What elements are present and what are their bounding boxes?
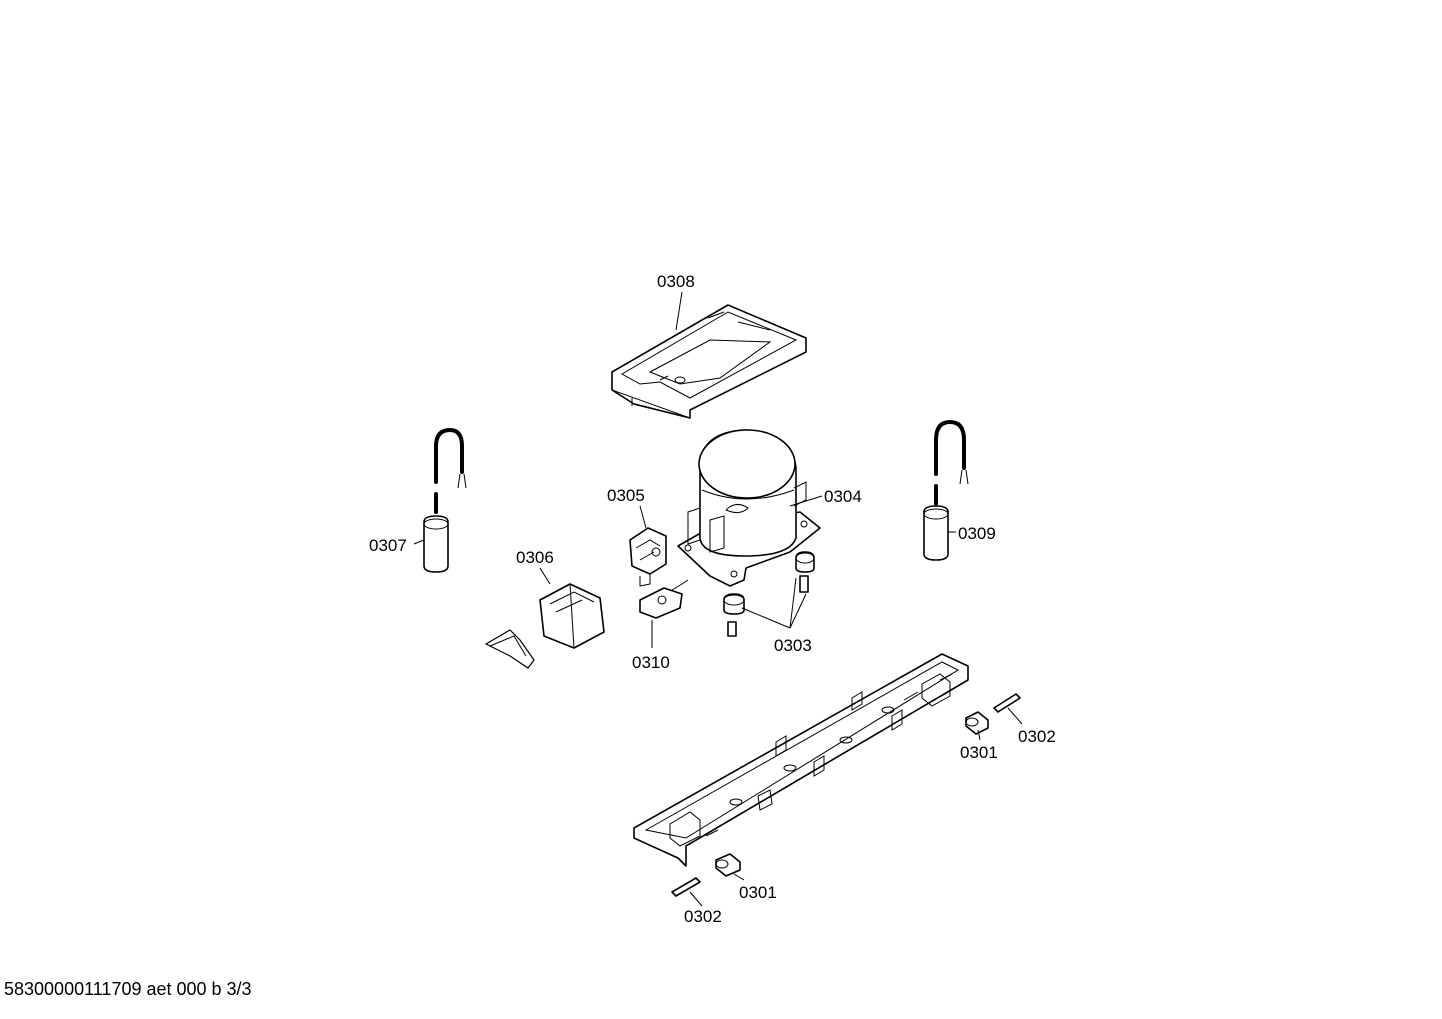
- part-0309-capacitor: [923, 419, 969, 561]
- label-0302-bottom: 0302: [684, 907, 722, 926]
- label-0307: 0307: [369, 536, 407, 555]
- part-0301-bushing-right: [965, 711, 989, 735]
- part-0301-bushing-bottom: [715, 853, 741, 877]
- leader-0301-bottom: [733, 873, 745, 881]
- leader-0306: [539, 567, 551, 585]
- leader-0302-right: [1007, 707, 1023, 725]
- part-0305-relay: [629, 527, 667, 587]
- leader-0301-right: [977, 729, 981, 741]
- label-0303: 0303: [774, 636, 812, 655]
- part-0302-pin-right: [993, 693, 1021, 713]
- part-0302-pin-bottom: [671, 877, 701, 897]
- part-0306-terminal-cover: [484, 583, 605, 669]
- leader-0307: [413, 539, 425, 545]
- document-id-footer: 58300000111709 aet 000 b 3/3: [4, 979, 252, 999]
- part-0304-compressor: [677, 429, 821, 587]
- part-base-rail: [633, 653, 969, 867]
- leader-0303: [741, 577, 807, 629]
- label-0301-bottom: 0301: [739, 883, 777, 902]
- label-0309: 0309: [958, 524, 996, 543]
- part-0308-tray: [611, 304, 807, 419]
- label-0302-right: 0302: [1018, 727, 1056, 746]
- label-0304: 0304: [824, 487, 862, 506]
- leader-0304: [789, 495, 823, 507]
- leader-0308: [675, 291, 683, 331]
- part-0303-grommets: [723, 551, 815, 637]
- label-0301-right: 0301: [960, 743, 998, 762]
- label-0308: 0308: [657, 272, 695, 291]
- leader-0305: [639, 505, 647, 529]
- label-0310: 0310: [632, 653, 670, 672]
- part-0310-protector: [639, 579, 689, 619]
- part-0307-capacitor: [423, 427, 467, 573]
- leader-0302-bottom: [689, 891, 703, 907]
- label-0305: 0305: [607, 486, 645, 505]
- label-0306: 0306: [516, 548, 554, 567]
